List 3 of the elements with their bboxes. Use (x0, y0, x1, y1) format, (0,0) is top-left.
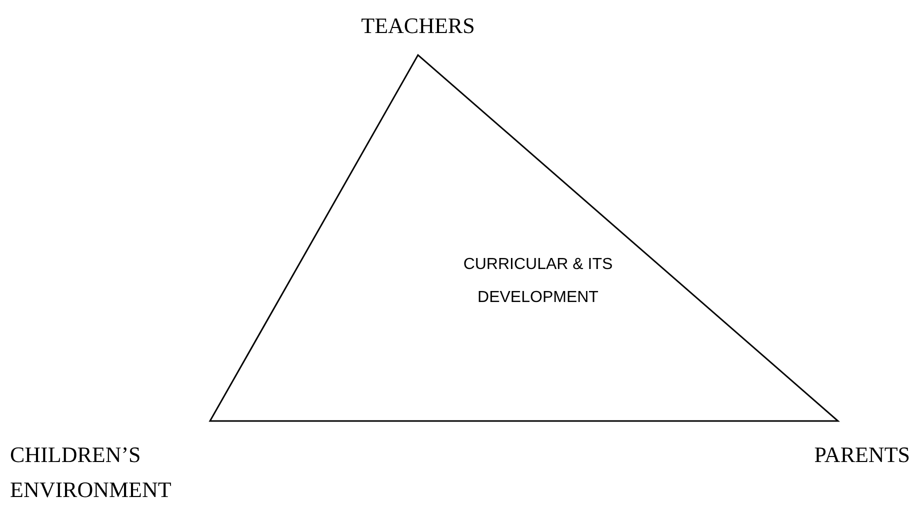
corner-label: PARENTS (813, 441, 910, 469)
corner-label: TEACHERS (360, 12, 476, 40)
corner-label: CHILDREN’S ENVIRONMENT (10, 441, 172, 504)
